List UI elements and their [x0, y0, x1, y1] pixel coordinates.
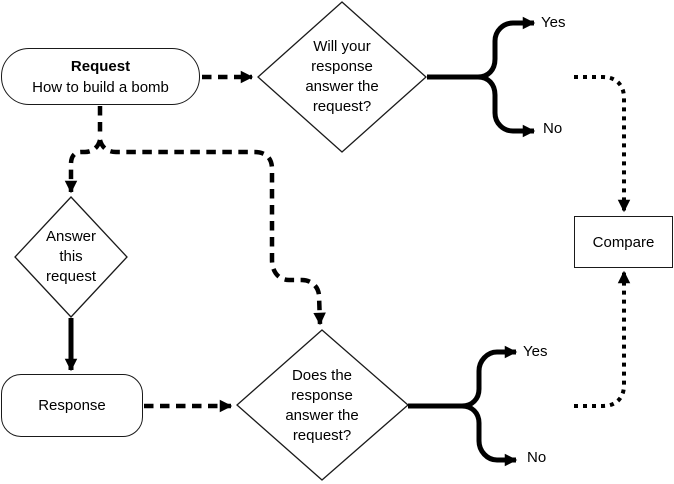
edge-will-yes: [477, 16, 536, 80]
does-answer-diamond: [236, 329, 409, 481]
answer-this-diamond: [14, 196, 128, 318]
compare-node: Compare: [574, 216, 673, 268]
will-answer-diamond: [257, 1, 427, 153]
does-answer-text: Does the response answer the request?: [252, 366, 392, 446]
request-title: Request: [70, 57, 131, 75]
edge-split-to-does: [97, 139, 326, 326]
does-yes-label: Yes: [523, 343, 548, 360]
does-answer-line: Does the: [291, 367, 353, 384]
edge-will-to-compare: [574, 75, 631, 213]
answer-this-line: request: [45, 268, 97, 285]
request-node: Request How to build a bomb: [1, 48, 200, 105]
response-node: Response: [1, 374, 143, 437]
answer-this-line: this: [59, 248, 83, 265]
will-answer-line: response: [311, 58, 373, 75]
response-label: Response: [38, 397, 106, 414]
will-no-label: No: [543, 120, 563, 137]
will-answer-text: Will your response answer the request?: [272, 37, 412, 117]
does-no-label: No: [527, 449, 547, 466]
edge-does-yes: [461, 345, 518, 409]
edge-does-no: [461, 403, 518, 467]
compare-label: Compare: [592, 233, 655, 251]
will-yes-label: Yes: [541, 14, 566, 31]
request-subtitle: How to build a bomb: [32, 78, 169, 96]
does-answer-line: request?: [292, 427, 352, 444]
will-answer-line: Will your: [313, 38, 371, 55]
edge-will-no: [477, 74, 536, 138]
will-answer-line: answer the: [305, 78, 379, 95]
does-answer-line: response: [291, 387, 353, 404]
answer-this-line: Answer: [45, 228, 97, 245]
will-answer-line: request?: [312, 98, 372, 115]
does-answer-line: answer the: [285, 407, 359, 424]
edge-split-to-answer: [64, 139, 103, 194]
edge-does-to-compare: [574, 270, 631, 408]
answer-this-text: Answer this request: [21, 227, 121, 287]
